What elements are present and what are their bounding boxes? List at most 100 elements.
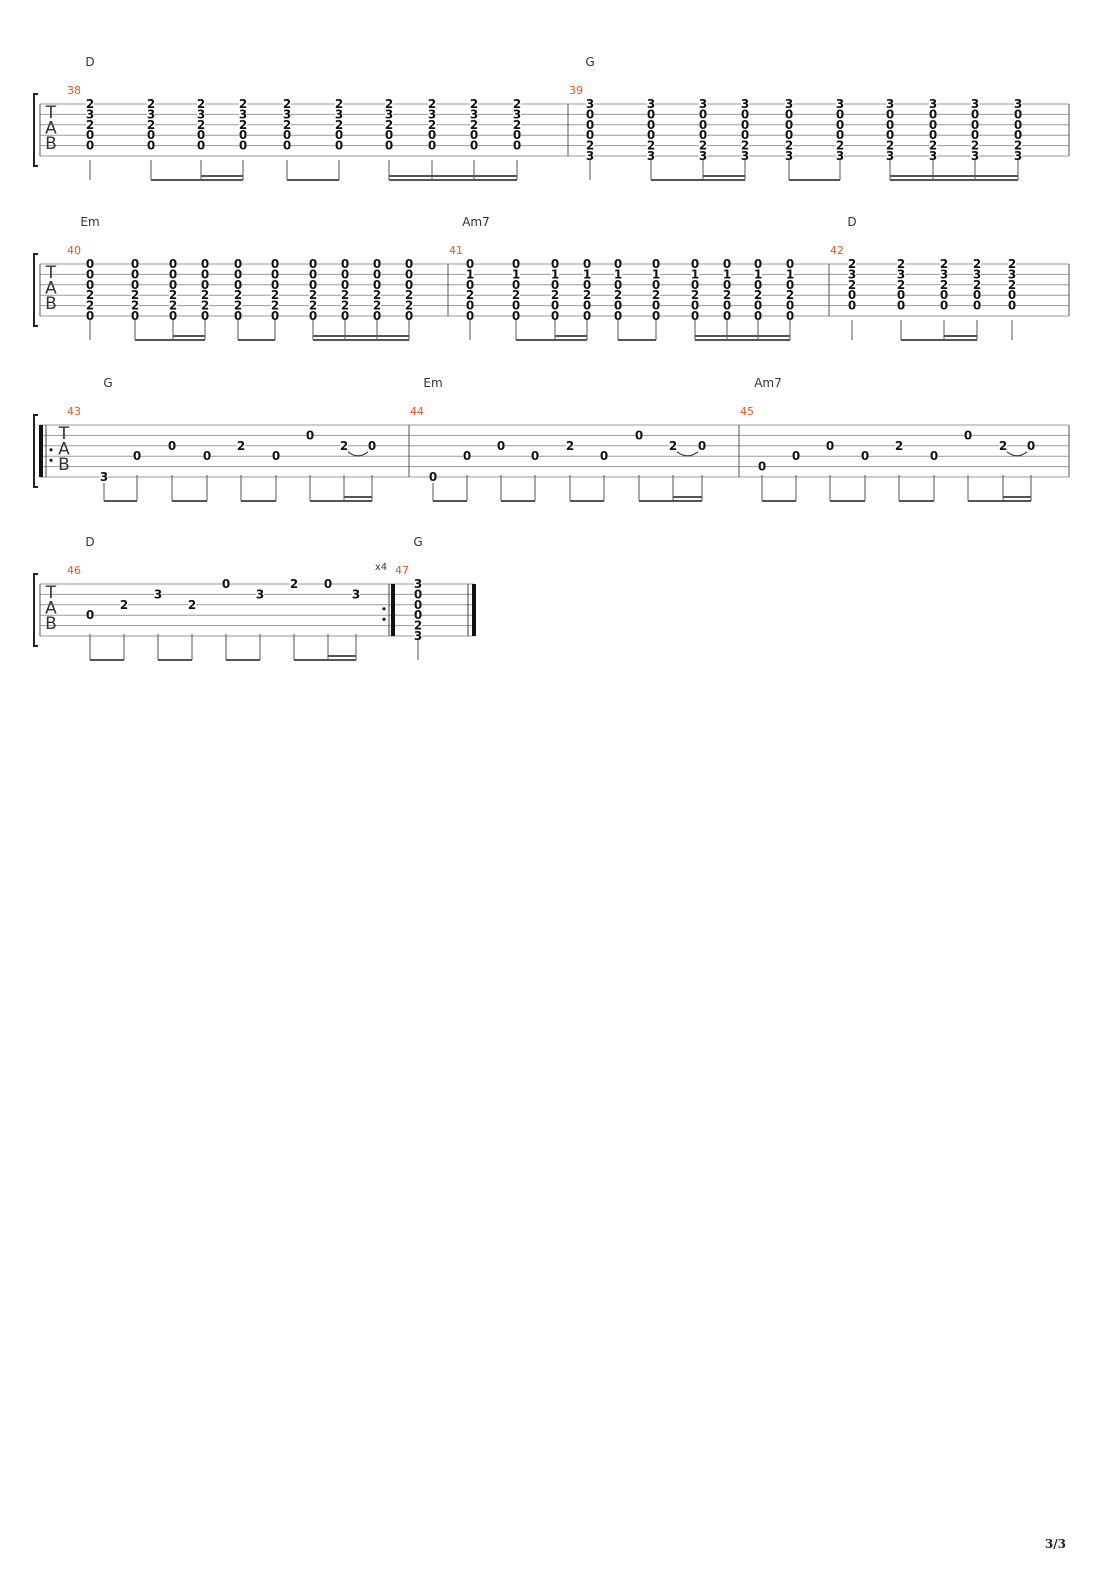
fret-bg bbox=[373, 310, 381, 321]
fret-bg bbox=[836, 129, 844, 141]
fret-bg bbox=[237, 439, 245, 451]
fret-bg bbox=[324, 578, 332, 589]
fret-number: 2 bbox=[551, 288, 559, 302]
fret-bg bbox=[239, 108, 247, 120]
fret-bg bbox=[741, 118, 749, 130]
fret-number: 2 bbox=[741, 139, 749, 153]
fret-number: 1 bbox=[583, 267, 591, 281]
fret-bg bbox=[1014, 108, 1022, 120]
fret-bg bbox=[466, 278, 474, 290]
fret-bg bbox=[940, 289, 948, 301]
fret-bg bbox=[848, 258, 856, 269]
fret-bg bbox=[405, 268, 413, 280]
fret-bg bbox=[86, 139, 94, 151]
fret-number: 0 bbox=[614, 278, 622, 292]
fret-bg bbox=[222, 578, 230, 589]
fret-number: 2 bbox=[1008, 278, 1016, 292]
fret-bg bbox=[283, 108, 291, 120]
fret-number: 0 bbox=[463, 449, 471, 463]
fret-number: 2 bbox=[309, 288, 317, 302]
fret-number: 0 bbox=[385, 128, 393, 142]
fret-number: 2 bbox=[335, 118, 343, 132]
fret-bg bbox=[940, 299, 948, 311]
fret-number: 2 bbox=[169, 288, 177, 302]
fret-bg bbox=[586, 139, 594, 151]
fret-number: 0 bbox=[335, 139, 343, 153]
fret-number: 0 bbox=[973, 288, 981, 302]
tab-clef-letter: T bbox=[45, 103, 57, 123]
fret-number: 3 bbox=[197, 107, 205, 121]
fret-bg bbox=[466, 299, 474, 311]
tab-clef-letter: T bbox=[45, 263, 57, 283]
fret-bg bbox=[1014, 129, 1022, 141]
fret-bg bbox=[940, 278, 948, 290]
fret-number: 0 bbox=[222, 577, 230, 591]
fret-number: 0 bbox=[86, 139, 94, 153]
fret-number: 0 bbox=[754, 257, 762, 271]
fret-number: 0 bbox=[652, 278, 660, 292]
fret-number: 0 bbox=[373, 309, 381, 323]
fret-number: 2 bbox=[341, 288, 349, 302]
system-bracket bbox=[33, 573, 38, 647]
fret-bg bbox=[147, 129, 155, 141]
fret-bg bbox=[897, 299, 905, 311]
fret-number: 3 bbox=[414, 577, 422, 591]
fret-number: 3 bbox=[1014, 97, 1022, 111]
fret-number: 3 bbox=[848, 267, 856, 281]
fret-bg bbox=[930, 450, 938, 462]
fret-bg bbox=[786, 268, 794, 280]
fret-bg bbox=[239, 98, 247, 109]
fret-number: 3 bbox=[1014, 149, 1022, 163]
fret-bg bbox=[335, 129, 343, 141]
fret-bg bbox=[385, 108, 393, 120]
fret-number: 0 bbox=[147, 139, 155, 153]
fret-bg bbox=[131, 289, 139, 301]
fret-bg bbox=[239, 129, 247, 141]
fret-number: 0 bbox=[169, 267, 177, 281]
fret-bg bbox=[428, 139, 436, 151]
fret-bg bbox=[385, 98, 393, 109]
repeat-dot bbox=[49, 448, 53, 452]
fret-bg bbox=[652, 289, 660, 301]
fret-number: 0 bbox=[86, 608, 94, 622]
fret-number: 0 bbox=[283, 139, 291, 153]
fret-number: 0 bbox=[551, 257, 559, 271]
fret-bg bbox=[271, 278, 279, 290]
fret-number: 0 bbox=[848, 288, 856, 302]
fret-bg bbox=[785, 150, 793, 161]
fret-number: 2 bbox=[237, 439, 245, 453]
fret-number: 0 bbox=[373, 278, 381, 292]
fret-bg bbox=[197, 129, 205, 141]
fret-bg bbox=[283, 98, 291, 109]
fret-number: 0 bbox=[741, 128, 749, 142]
fret-bg bbox=[973, 289, 981, 301]
tab-clef-letter: A bbox=[45, 279, 57, 299]
fret-number: 0 bbox=[86, 278, 94, 292]
fret-bg bbox=[652, 299, 660, 311]
fret-bg bbox=[100, 471, 108, 482]
fret-bg bbox=[929, 108, 937, 120]
fret-bg bbox=[786, 289, 794, 301]
fret-bg bbox=[836, 98, 844, 109]
fret-bg bbox=[964, 429, 972, 441]
fret-bg bbox=[234, 258, 242, 269]
fret-number: 0 bbox=[428, 139, 436, 153]
fret-number: 0 bbox=[551, 309, 559, 323]
fret-bg bbox=[290, 578, 298, 589]
fret-number: 0 bbox=[169, 278, 177, 292]
fret-bg bbox=[699, 118, 707, 130]
fret-bg bbox=[239, 139, 247, 151]
fret-number: 0 bbox=[341, 257, 349, 271]
measure-number: 42 bbox=[830, 244, 844, 257]
fret-number: 3 bbox=[836, 97, 844, 111]
fret-number: 2 bbox=[512, 288, 520, 302]
fret-bg bbox=[309, 310, 317, 321]
fret-bg bbox=[271, 299, 279, 311]
fret-number: 2 bbox=[234, 288, 242, 302]
fret-number: 0 bbox=[1014, 128, 1022, 142]
fret-bg bbox=[741, 129, 749, 141]
fret-number: 0 bbox=[197, 139, 205, 153]
fret-bg bbox=[373, 258, 381, 269]
fret-number: 0 bbox=[309, 267, 317, 281]
fret-number: 2 bbox=[940, 278, 948, 292]
